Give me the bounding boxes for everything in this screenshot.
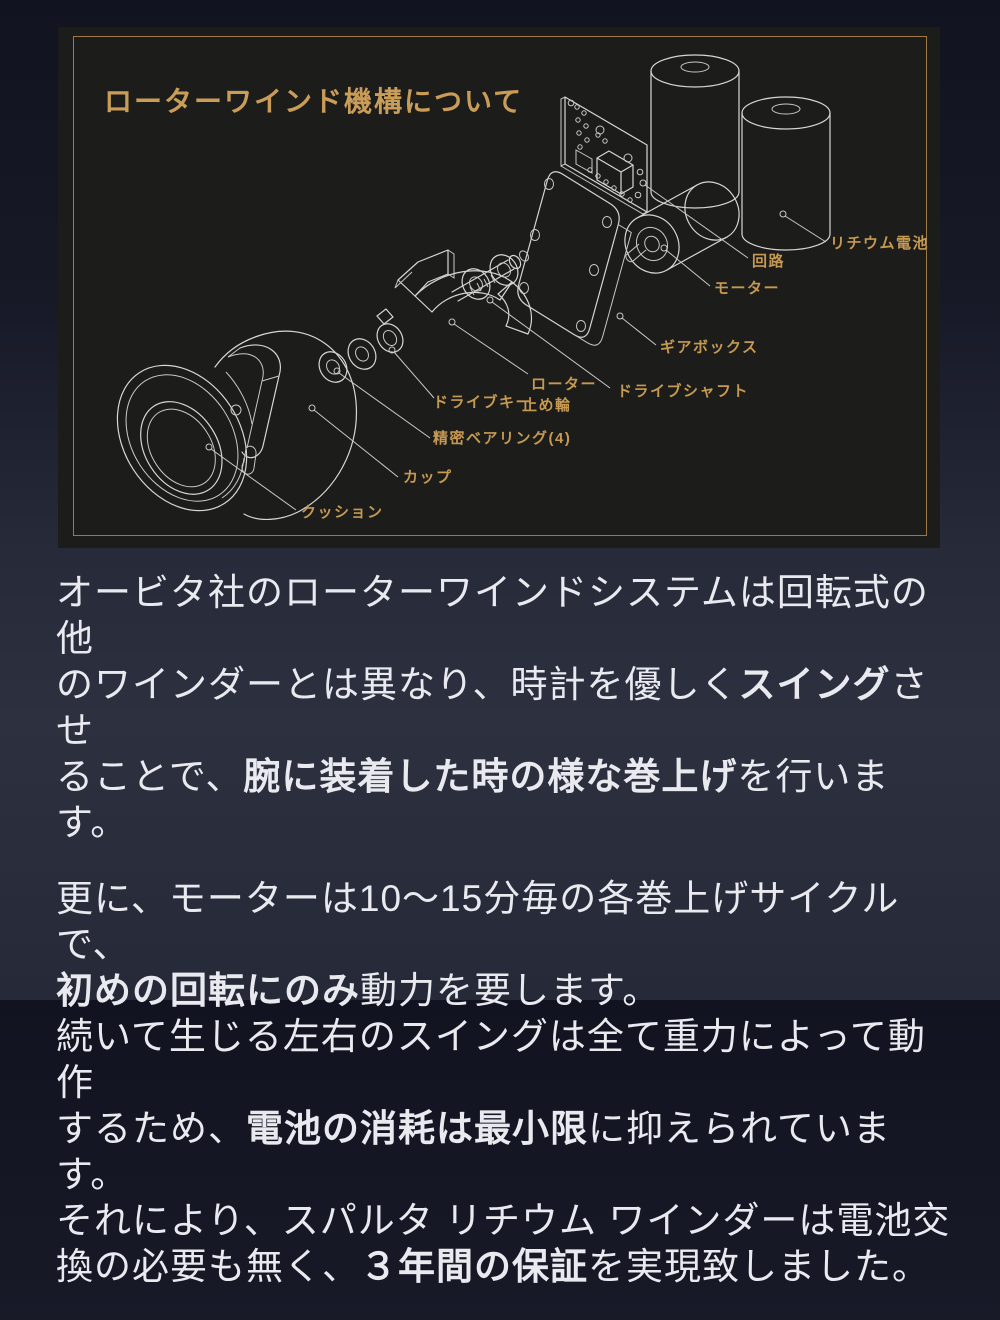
- rotor-drawing: [394, 249, 533, 335]
- label-gearbox: ギアボックス: [660, 338, 759, 356]
- gearbox-drawing: [517, 171, 632, 346]
- product-info-image: { "diagram": { "title": "ローターワインド機構について"…: [0, 0, 1000, 1287]
- label-circuit: 回路: [752, 252, 785, 270]
- label-cushion: クッション: [301, 504, 384, 521]
- cup-drawing: [214, 330, 358, 520]
- diagram-title: ローターワインド機構について: [104, 86, 524, 117]
- label-driveshaft: ドライブシャフト: [617, 382, 749, 400]
- label-rotor-line1: ローター: [531, 376, 597, 393]
- paragraph-2: 更に、モーターは10〜15分毎の各巻上げサイクルで、 初めの回転にのみ動力を要し…: [56, 878, 951, 1287]
- battery-drawing: [650, 54, 831, 251]
- circuit-board-drawing: [560, 96, 648, 215]
- label-rotor-line2: 止め輪: [522, 396, 572, 414]
- label-motor: モーター: [714, 280, 780, 297]
- cushion-drawing: [116, 364, 257, 512]
- exploded-mechanism-diagram: リチウム電池 回路 モーター ギアボックス ドライブシャフト ローター 止め輪 …: [116, 54, 929, 521]
- label-drivekey: ドライブキー: [433, 393, 532, 411]
- drive-key-drawing: [376, 308, 404, 353]
- label-bearing: 精密ベアリング(4): [433, 429, 571, 447]
- leader-lines: [205, 179, 827, 511]
- diagram-panel-gold-border: [73, 36, 927, 536]
- paragraph-1: オービタ社のローターワインドシステムは回転式の他 のワインダーとは異なり、時計を…: [56, 572, 929, 843]
- label-battery: リチウム電池: [830, 234, 929, 252]
- body-text: オービタ社のローターワインドシステムは回転式の他 のワインダーとは異なり、時計を…: [56, 570, 956, 1320]
- motor-drawing: [624, 181, 740, 274]
- label-cup: カップ: [403, 469, 453, 486]
- bearings-drawing: [318, 254, 519, 383]
